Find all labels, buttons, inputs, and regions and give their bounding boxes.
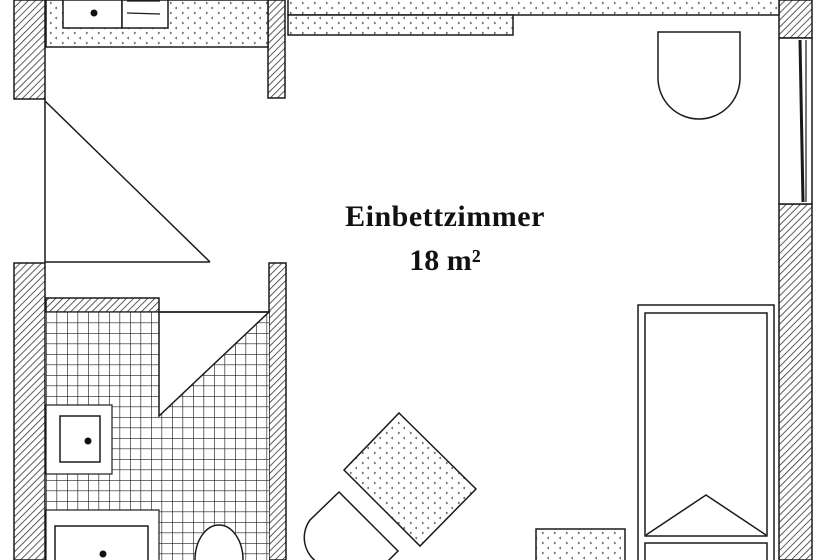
kitchenette-counter [45,0,269,48]
bathroom-partition [45,297,160,313]
chair [303,490,400,560]
wall-right-top [778,0,813,39]
entrance-door[interactable] [44,99,211,263]
drain-icon [99,550,107,558]
bed [637,304,775,560]
desk [287,14,514,36]
wall-left-bottom [13,262,46,560]
armchair [657,31,741,120]
wall-middle-bottom [268,262,287,560]
drain-icon [90,9,98,17]
coffee-table [342,411,478,548]
drain-icon [84,437,92,445]
bathroom [45,311,271,560]
wall-middle-top [267,0,286,99]
wall-right-bottom [778,203,813,560]
nightstand [535,528,626,560]
window [778,37,813,205]
toilet [194,524,244,560]
wardrobe-countertop [287,0,780,36]
kitchenette-sink [62,0,123,29]
wall-left-top [13,0,46,100]
